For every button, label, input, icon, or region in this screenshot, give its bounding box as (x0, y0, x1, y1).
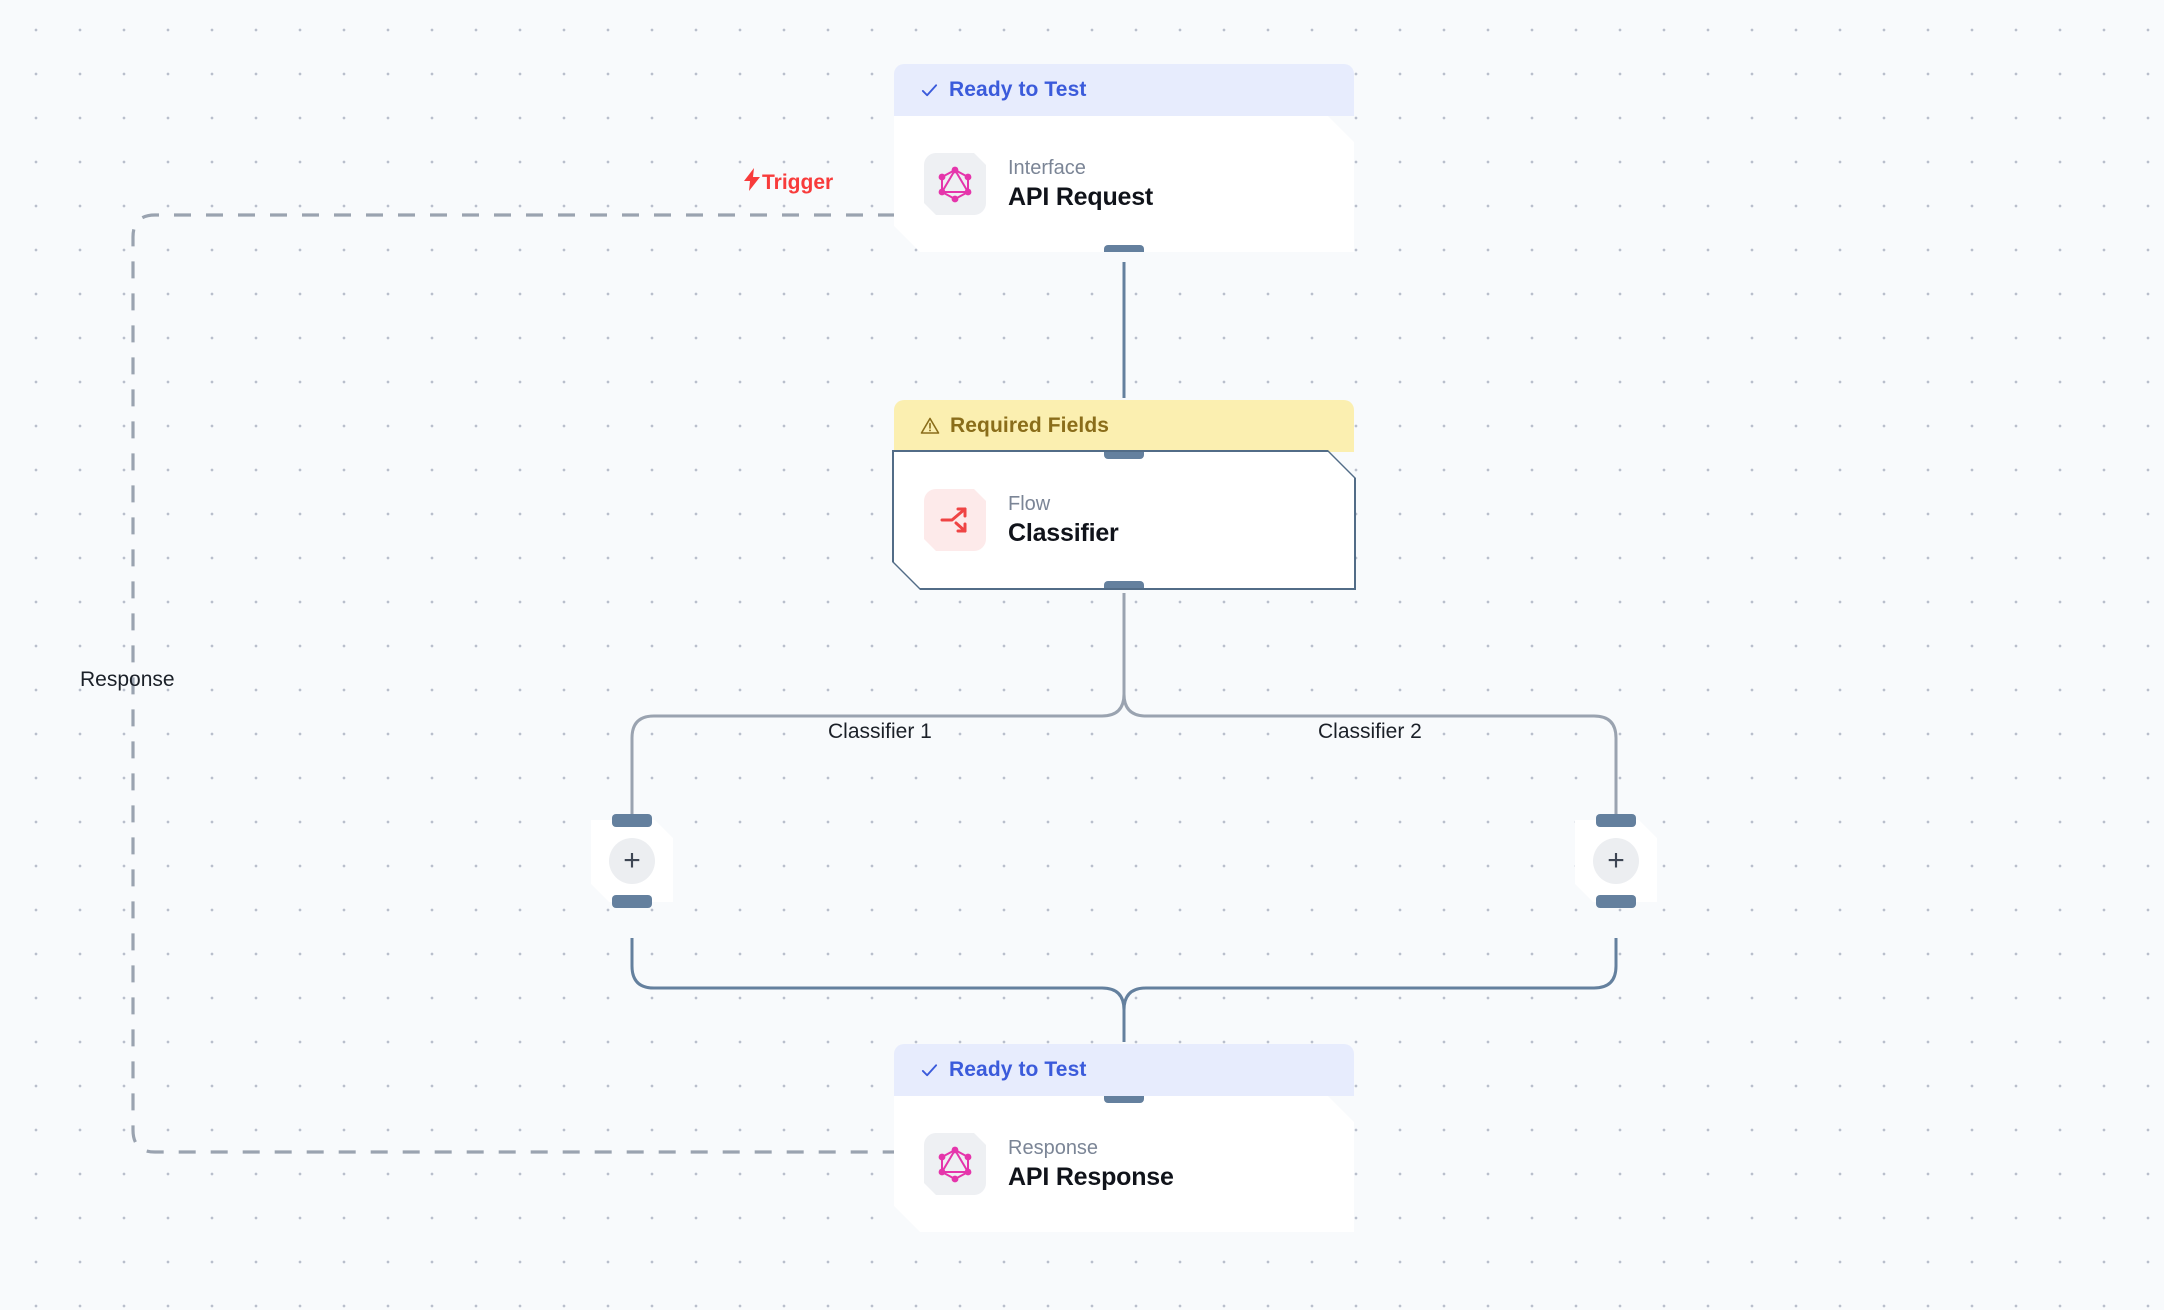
edge-merge-right (1122, 938, 1618, 1042)
edge-trigger-response-dashed (131, 213, 895, 1154)
edge-label-response: Response (80, 668, 175, 692)
warning-triangle-icon (920, 416, 940, 436)
edge-label-response-text: Response (80, 668, 175, 691)
lightning-bolt-icon (744, 168, 761, 197)
node-classifier-body[interactable]: Flow Classifier (894, 452, 1354, 588)
node-api-request-status-label: Ready to Test (949, 78, 1087, 101)
add-node-left-output-handle[interactable] (612, 895, 652, 908)
node-api-response-body[interactable]: Response API Response (894, 1096, 1354, 1232)
node-classifier-status: Required Fields (894, 400, 1354, 452)
check-icon (920, 1061, 939, 1080)
node-classifier[interactable]: Required Fields Flow (894, 400, 1354, 588)
edge-label-trigger-text: Trigger (762, 170, 834, 194)
node-api-request-title: API Request (1008, 182, 1154, 211)
node-api-response-kind: Response (1008, 1136, 1099, 1159)
add-node-left-input-handle[interactable] (612, 814, 652, 827)
plus-icon[interactable]: + (609, 838, 655, 884)
edge-label-branch-1-text: Classifier 1 (828, 720, 932, 743)
add-node-right-output-handle[interactable] (1596, 895, 1636, 908)
graphql-icon (924, 153, 986, 215)
add-node-left-card[interactable]: + (591, 820, 673, 902)
flow-split-icon (924, 489, 986, 551)
edge-label-branch-2-text: Classifier 2 (1318, 720, 1422, 743)
add-node-right[interactable]: + (1575, 814, 1657, 908)
add-node-left[interactable]: + (591, 814, 673, 908)
edge-merge-left (630, 938, 1126, 1042)
edge-label-branch-2: Classifier 2 (1308, 720, 1432, 744)
node-api-request-kind: Interface (1008, 156, 1086, 179)
node-classifier-title: Classifier (1008, 518, 1119, 547)
edge-label-trigger: Trigger (744, 168, 833, 197)
node-classifier-kind: Flow (1008, 492, 1051, 515)
node-api-request-status: Ready to Test (894, 64, 1354, 116)
node-api-response-title: API Response (1008, 1162, 1174, 1191)
node-api-response[interactable]: Ready to Test (894, 1044, 1354, 1232)
add-node-right-input-handle[interactable] (1596, 814, 1636, 827)
plus-icon[interactable]: + (1593, 838, 1639, 884)
node-api-request-output-handle[interactable] (1104, 245, 1144, 258)
add-node-right-card[interactable]: + (1575, 820, 1657, 902)
check-icon (920, 81, 939, 100)
node-api-response-status: Ready to Test (894, 1044, 1354, 1096)
node-classifier-output-handle[interactable] (1104, 581, 1144, 594)
node-api-request[interactable]: Ready to Test (894, 64, 1354, 252)
node-api-request-body[interactable]: Interface API Request (894, 116, 1354, 252)
node-classifier-status-label: Required Fields (950, 414, 1110, 437)
graphql-icon (924, 1133, 986, 1195)
node-api-response-status-label: Ready to Test (949, 1058, 1087, 1081)
edge-label-branch-1: Classifier 1 (818, 720, 942, 744)
